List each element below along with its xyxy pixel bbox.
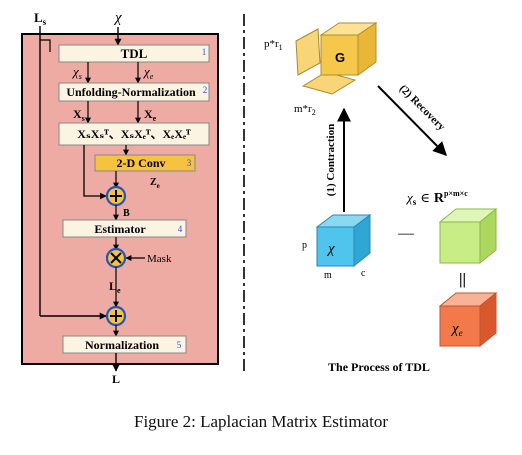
p-r1-label: p*r1 [264,38,283,52]
xs-label: Xs [73,107,85,123]
dim-m-label: m [324,270,332,281]
dim-p-label: p [302,240,307,251]
multiply-node [105,247,127,269]
dim-c-label: c [361,268,366,279]
minus-sign: — [397,225,415,242]
recovery-label: (2) Recovery [397,83,448,134]
conv-label: 2-D Conv [116,156,165,170]
sum-node-1 [105,185,127,207]
normalization-box [62,335,187,354]
core-cube-g [319,22,378,76]
sum-node-2 [105,305,127,327]
products-box [58,122,210,146]
estimator-num: 4 [178,224,183,234]
normalization-num: 5 [177,340,182,350]
cube-chi-label: χ [326,241,335,257]
estimator-label: Estimator [94,222,146,236]
input-ls-label: Ls [34,10,47,27]
unfolding-box [58,82,210,102]
unfolding-num: 2 [203,85,208,95]
normalization-label: Normalization [85,338,159,352]
ze-label: Ze [150,177,160,190]
chi-s-space-label: χs∈Rp×m×c [405,189,468,207]
g-label: G [335,50,345,65]
products-label: XₛXₛᵀ、XₛXₑᵀ、XₑXₑᵀ [77,127,191,141]
chi-e-cube [438,291,498,348]
tdl-label: TDL [121,46,148,61]
right-panel: G p*r1 m*r2 (1) Contraction (2) Recovery… [264,22,498,374]
xe-label: Xe [144,107,157,123]
recovery-arrow [377,85,447,156]
le-label: Le [109,279,121,295]
m-r2-label: m*r2 [294,103,316,117]
mask-label: Mask [147,253,172,265]
ls-to-tdl-line [40,39,51,52]
chi-s-label: χs [71,64,82,81]
input-tensor-cube [315,214,372,268]
tdl-num: 1 [202,47,207,57]
figure-caption: Figure 2: Laplacian Matrix Estimator [134,412,388,431]
cube-chi-e-label: χe [450,321,463,338]
conv-num: 3 [187,158,192,168]
tdl-process-title: The Process of TDL [328,360,430,374]
output-l-label: L [112,372,120,386]
left-panel: Ls χ TDL 1 χs χe Unfolding-Normalization… [21,10,219,386]
contraction-label: (1) Contraction [325,124,337,196]
estimator-box [62,219,187,238]
bypass-to-sum-line [83,145,107,200]
unfolding-label: Unfolding-Normalization [66,85,196,99]
chi-s-cube [438,207,498,265]
factor-slab-bottom [301,71,357,95]
chi-e-label: χe [142,64,154,81]
tdl-box [58,44,210,63]
b-label: B [123,208,130,219]
conv-box [94,154,196,172]
input-chi-label: χ [113,10,122,26]
equals-sign: || [459,271,466,288]
factor-slab-top [295,28,321,76]
